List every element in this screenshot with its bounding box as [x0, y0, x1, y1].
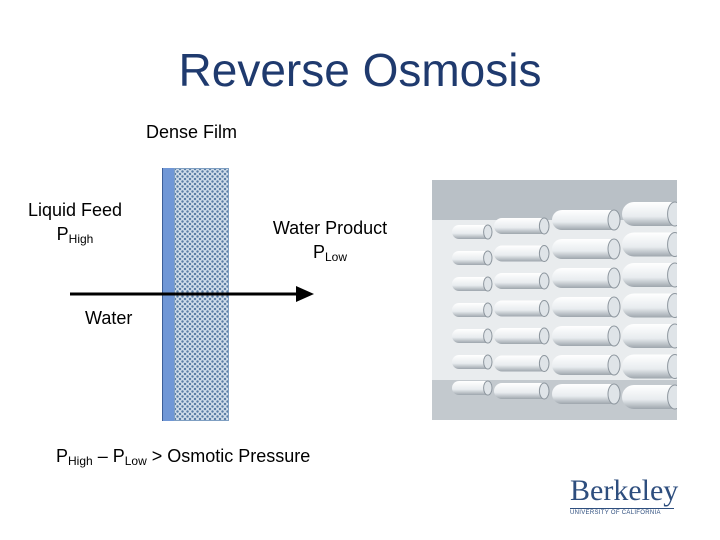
pressure-vessel-tube: [622, 354, 677, 379]
liquid-feed-label: Liquid Feed PHigh: [14, 199, 136, 250]
water-product-text: Water Product: [272, 218, 388, 238]
berkeley-logo-text: Berkeley: [570, 474, 679, 507]
pressure-vessel-end-cap: [538, 245, 550, 262]
pressure-vessel-end-cap: [667, 293, 677, 318]
pressure-vessel-tube: [452, 355, 492, 369]
pressure-vessel-end-cap: [607, 383, 621, 405]
pressure-vessel-end-cap: [538, 382, 550, 400]
pressure-vessel-tube: [452, 225, 492, 239]
pressure-vessel-tube: [452, 277, 492, 291]
pressure-vessel-tube: [452, 381, 492, 395]
pressure-vessel-end-cap: [667, 201, 677, 227]
pressure-vessel-end-cap: [483, 250, 493, 266]
pressure-vessel-end-cap: [607, 267, 621, 289]
pressure-vessel-tube: [552, 297, 620, 317]
ro-plant-illustration: [432, 180, 677, 420]
pressure-vessel-end-cap: [538, 300, 550, 317]
pressure-vessel-end-cap: [483, 224, 493, 240]
pressure-vessel-end-cap: [538, 327, 550, 345]
pressure-vessel-end-cap: [607, 296, 621, 318]
berkeley-logo-subtext: UNIVERSITY OF CALIFORNIA: [570, 508, 674, 516]
pressure-vessel-tube: [494, 300, 549, 317]
pressure-vessel-end-cap: [667, 354, 677, 379]
berkeley-logo: Berkeley UNIVERSITY OF CALIFORNIA: [570, 476, 690, 516]
pressure-vessel-tube: [552, 326, 620, 346]
water-product-label: Water Product PLow: [262, 217, 398, 268]
pressure-vessel-tube: [452, 251, 492, 265]
pressure-vessel-end-cap: [483, 354, 493, 370]
pressure-vessel-tube: [622, 385, 677, 409]
water-label: Water: [85, 308, 133, 328]
pressure-vessel-end-cap: [667, 262, 677, 288]
pressure-vessel-tube: [494, 328, 549, 344]
dense-film-label: Dense Film: [146, 122, 238, 142]
pressure-vessel-tube: [622, 324, 677, 348]
pressure-vessel-tube: [552, 268, 620, 288]
pressure-vessel-end-cap: [538, 217, 550, 235]
pressure-vessel-tube: [622, 293, 677, 318]
pressure-vessel-end-cap: [538, 355, 550, 372]
pressure-vessel-tube: [552, 384, 620, 404]
pressure-condition: PHigh – PLow > Osmotic Pressure: [56, 446, 311, 468]
product-pressure: PLow: [312, 242, 348, 264]
pressure-vessel-end-cap: [483, 328, 493, 344]
pressure-vessel-tube: [494, 218, 549, 234]
pressure-vessel-end-cap: [667, 232, 677, 257]
pressure-vessel-tube: [622, 263, 677, 287]
pressure-vessel-tube: [494, 245, 549, 262]
pressure-vessel-end-cap: [483, 380, 493, 396]
slide-title: Reverse Osmosis: [178, 44, 542, 96]
pressure-vessel-tube: [552, 239, 620, 259]
pressure-vessel-tube: [452, 329, 492, 343]
pressure-vessel-tube: [452, 303, 492, 317]
ro-plant-photo: [432, 180, 677, 420]
pressure-vessel-end-cap: [667, 384, 677, 410]
pressure-vessel-end-cap: [483, 276, 493, 292]
pressure-vessel-end-cap: [607, 209, 621, 231]
water-flow-arrow: [70, 286, 314, 302]
pressure-vessel-tube: [622, 202, 677, 226]
pressure-vessel-end-cap: [483, 302, 493, 318]
pressure-vessel-tube: [552, 210, 620, 230]
pressure-vessel-end-cap: [538, 272, 550, 290]
pressure-vessel-rows: [452, 201, 677, 410]
pressure-vessel-tube: [622, 232, 677, 257]
pressure-vessel-tube: [552, 355, 620, 375]
pressure-vessel-end-cap: [607, 325, 621, 347]
pressure-vessel-end-cap: [607, 354, 621, 376]
pressure-vessel-tube: [494, 383, 549, 399]
pressure-vessel-tube: [494, 355, 549, 372]
pressure-vessel-end-cap: [607, 238, 621, 260]
feed-pressure: PHigh: [56, 224, 94, 246]
liquid-feed-text: Liquid Feed: [27, 200, 123, 220]
pressure-vessel-end-cap: [667, 323, 677, 349]
pressure-vessel-tube: [494, 273, 549, 289]
